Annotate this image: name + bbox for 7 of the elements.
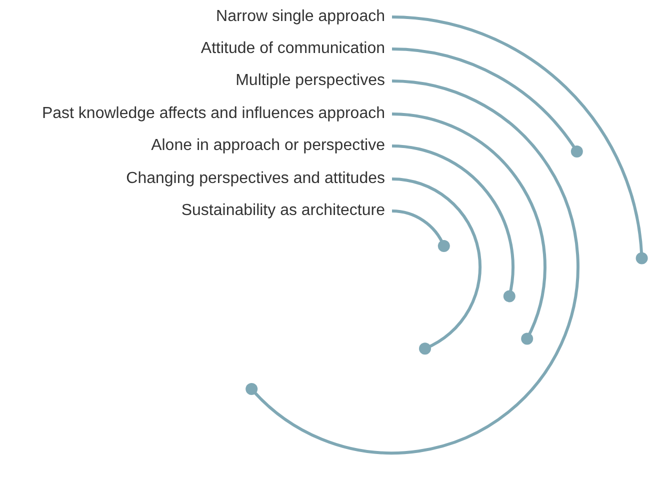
- bar-label: Narrow single approach: [216, 7, 385, 27]
- bar-label: Past knowledge affects and influences approach: [42, 104, 385, 124]
- bar-label: Multiple perspectives: [236, 71, 385, 91]
- bar-label: Attitude of communication: [200, 39, 385, 59]
- bar-label: Changing perspectives and attitudes: [126, 169, 385, 189]
- bar-label: Alone in approach or perspective: [151, 136, 385, 156]
- bar-label: Sustainability as architecture: [181, 201, 385, 221]
